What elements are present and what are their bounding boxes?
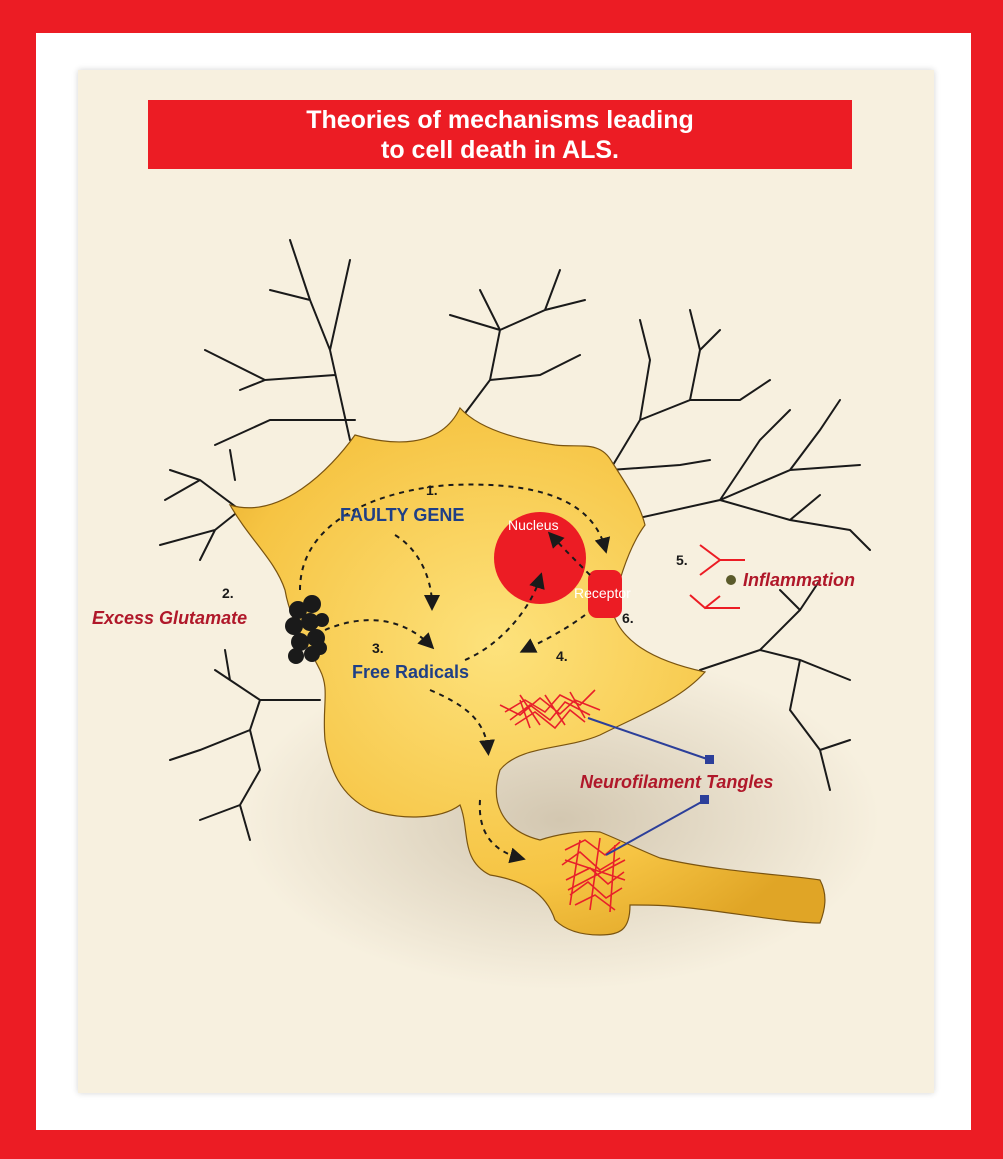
inflammation-label: Inflammation <box>743 570 855 591</box>
receptor-label: Receptor <box>574 585 631 601</box>
excess-glutamate-number: 2. <box>222 585 234 601</box>
antibodies <box>690 545 745 608</box>
neurofilament-number: 4. <box>556 648 568 664</box>
receptor-number: 6. <box>622 610 634 626</box>
faulty-gene-number: 1. <box>426 482 438 498</box>
free-radicals-label: Free Radicals <box>352 662 469 683</box>
free-radicals-number: 3. <box>372 640 384 656</box>
inflammation-dot <box>726 575 736 585</box>
excess-glutamate-label: Excess Glutamate <box>92 608 247 629</box>
nucleus-label: Nucleus <box>508 517 559 533</box>
inflammation-number: 5. <box>676 552 688 568</box>
neurofilament-label: Neurofilament Tangles <box>580 772 773 793</box>
faulty-gene-label: FAULTY GENE <box>340 505 464 526</box>
